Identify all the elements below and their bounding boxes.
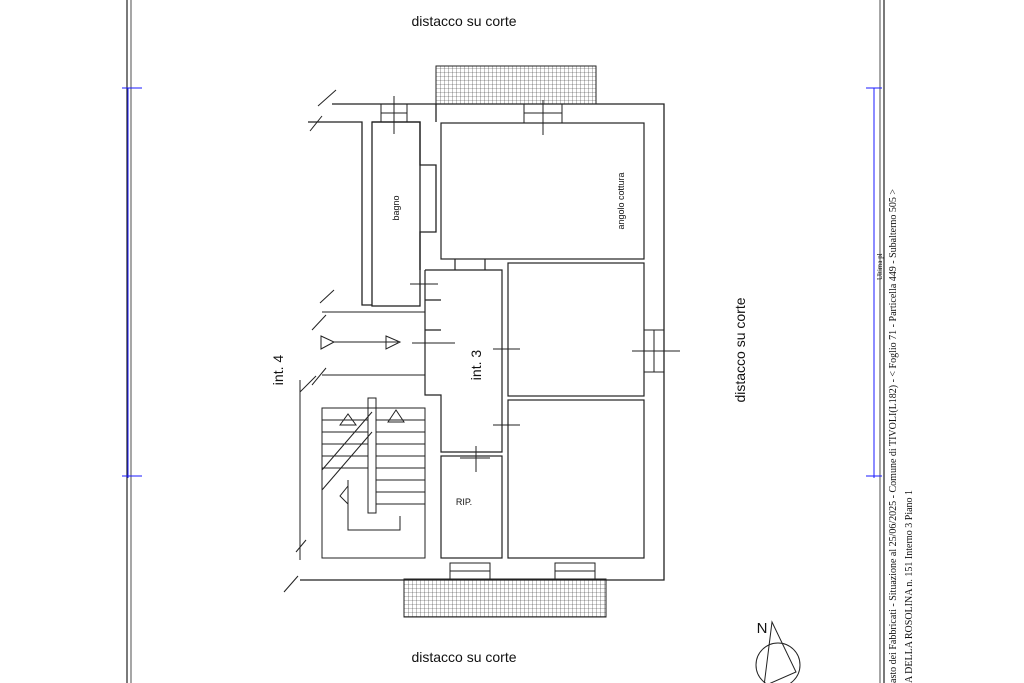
rooms	[424, 122, 645, 559]
page-frame	[126, 0, 885, 683]
break-marks	[283, 89, 337, 593]
label-angolo-cottura: angolo cottura	[616, 172, 626, 229]
north-arrow: N	[755, 620, 801, 683]
room-rip	[440, 455, 503, 559]
caption-line-1: asto dei Fabbricati - Situazione al 25/0…	[888, 189, 899, 683]
label-rip: RIP.	[456, 497, 472, 507]
label-int4: int. 4	[270, 355, 286, 386]
label-int3: int. 3	[468, 350, 484, 381]
balcony-bottom	[403, 578, 607, 618]
openings	[380, 96, 680, 581]
caption-stamp: Ultima pl	[876, 253, 884, 280]
room-2	[507, 399, 645, 559]
room-angolo-cottura	[440, 122, 645, 260]
north-letter: N	[757, 620, 768, 637]
room-1	[507, 262, 645, 397]
landing-stairs	[320, 311, 426, 559]
label-bottom: distacco su corte	[411, 649, 516, 665]
balcony-top	[435, 65, 597, 105]
label-right: distacco su corte	[732, 297, 748, 402]
label-top: distacco su corte	[411, 13, 516, 29]
label-bagno: bagno	[391, 195, 401, 220]
caption-line-2: A DELLA ROSOLINA n. 151 Interno 3 Piano …	[904, 490, 915, 683]
blue-dimension-lines	[122, 87, 882, 478]
compass-needle	[763, 620, 797, 683]
compass-north-icon	[755, 642, 801, 683]
